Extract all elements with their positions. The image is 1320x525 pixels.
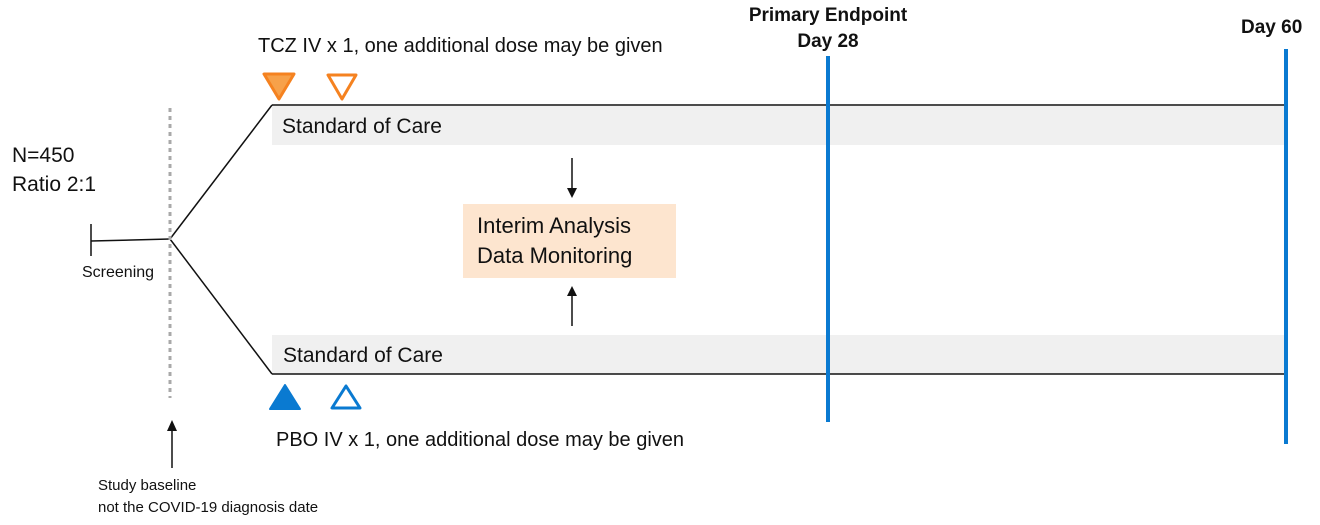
population-n: N=450 xyxy=(12,144,75,167)
screening-label: Screening xyxy=(82,264,155,281)
baseline-label-line2: not the COVID-19 diagnosis date xyxy=(98,499,319,516)
interim-analysis-box xyxy=(463,204,676,278)
interim-label-line2: Data Monitoring xyxy=(477,243,633,268)
tcz-dose-filled-triangle-icon xyxy=(262,72,296,101)
baseline-arrow-head xyxy=(167,420,177,431)
branch-to-pbo-arm xyxy=(169,238,273,375)
pbo-arm-label: Standard of Care xyxy=(283,344,443,367)
pbo-dose-filled-triangle-icon xyxy=(269,384,301,410)
population-ratio: Ratio 2:1 xyxy=(12,173,97,196)
tcz-arm-label: Standard of Care xyxy=(282,115,442,138)
tcz-arm-bar xyxy=(272,106,1286,145)
primary-endpoint-title: Primary Endpoint xyxy=(748,5,908,26)
baseline-label-line1: Study baseline xyxy=(98,477,197,494)
interim-down-arrow-head xyxy=(567,188,577,198)
day-60-label: Day 60 xyxy=(1241,17,1303,38)
branch-to-tcz-arm xyxy=(169,104,273,240)
interim-up-arrow-head xyxy=(567,286,577,296)
pbo-dose-outline-triangle-icon xyxy=(330,384,362,410)
primary-endpoint-day: Day 28 xyxy=(797,31,859,52)
pbo-arm-bar xyxy=(272,335,1286,374)
tcz-dose-outline-triangle-icon xyxy=(326,73,358,101)
screening-line xyxy=(90,238,171,242)
pbo-dosing-label: PBO IV x 1, one additional dose may be g… xyxy=(276,429,685,451)
tcz-dosing-label: TCZ IV x 1, one additional dose may be g… xyxy=(258,35,663,57)
interim-label-line1: Interim Analysis xyxy=(477,213,632,238)
